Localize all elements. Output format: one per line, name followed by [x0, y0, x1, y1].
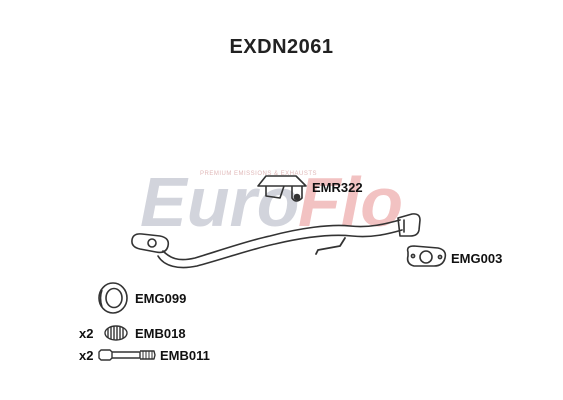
euroflo-watermark: Euro Flo PREMIUM EMISSIONS & EXHAUSTS	[140, 163, 403, 241]
watermark-tagline: PREMIUM EMISSIONS & EXHAUSTS	[200, 171, 317, 177]
flange-gasket-icon	[406, 245, 447, 267]
part-qty-emb018: x2	[79, 326, 94, 341]
ring-outer	[98, 282, 128, 314]
part-label-emb018: EMB018	[135, 326, 186, 341]
bracket-left-leg	[265, 185, 285, 199]
ring-edge	[99, 289, 103, 308]
bracket-hole	[293, 193, 301, 201]
pipe-upper-edge	[162, 219, 401, 261]
part-number-title: EXDN2061	[229, 36, 334, 58]
bolt-thread-lines	[142, 351, 153, 359]
bolt-head	[98, 349, 113, 361]
gasket-bolt-hole-right	[437, 254, 443, 260]
pipe-left-flange-hole	[147, 238, 157, 248]
pipe-lower-edge	[157, 229, 403, 269]
hanger-bracket-icon	[257, 175, 307, 202]
part-label-emr322: EMR322	[312, 180, 363, 195]
bolt-icon	[98, 349, 156, 361]
watermark-brand-accent: Flo	[298, 163, 403, 241]
part-qty-emb011: x2	[79, 348, 94, 363]
gasket-outline	[406, 245, 447, 267]
spring-outline	[104, 325, 128, 341]
bolt-thread	[140, 350, 156, 360]
gasket-bore	[419, 250, 433, 264]
part-label-emg003: EMG003	[451, 251, 503, 266]
bolt-shank	[112, 351, 141, 359]
ring-inner	[105, 287, 123, 309]
bracket-top-plate	[257, 175, 307, 187]
pipe-right-flange	[397, 213, 421, 237]
gasket-bolt-hole-left	[410, 253, 416, 259]
spring-coils	[107, 326, 124, 340]
spring-icon	[104, 325, 128, 341]
hanger-rod	[315, 237, 346, 255]
pipe-left-flange	[131, 233, 170, 254]
part-label-emb011: EMB011	[160, 348, 210, 363]
part-label-emg099: EMG099	[135, 291, 187, 306]
ring-gasket-icon	[98, 282, 128, 314]
bracket-right-leg	[291, 186, 303, 202]
front-pipe	[131, 213, 421, 269]
